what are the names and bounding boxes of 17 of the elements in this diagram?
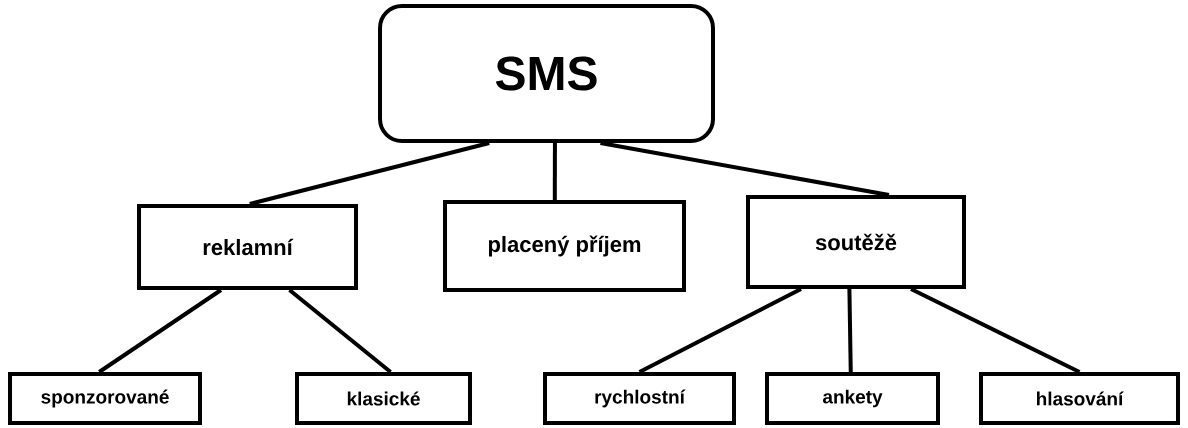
category-box: ankety bbox=[765, 372, 940, 425]
connector-line bbox=[288, 288, 392, 374]
title-box: SMS bbox=[378, 4, 715, 143]
connector-line bbox=[552, 143, 557, 200]
connector-line bbox=[600, 141, 890, 197]
category-box: sponzorované bbox=[8, 372, 202, 425]
connector-line bbox=[638, 287, 802, 374]
category-box: reklamní bbox=[137, 204, 358, 290]
category-box: hlasování bbox=[979, 372, 1180, 425]
category-box: soutěžě bbox=[746, 195, 966, 289]
category-box: placený příjem bbox=[443, 200, 686, 292]
category-box: klasické bbox=[295, 372, 472, 425]
connector-line bbox=[847, 288, 853, 373]
connector-line bbox=[910, 287, 1081, 374]
connector-line bbox=[98, 288, 223, 374]
category-box: rychlostní bbox=[543, 372, 736, 425]
connector-line bbox=[249, 141, 490, 206]
